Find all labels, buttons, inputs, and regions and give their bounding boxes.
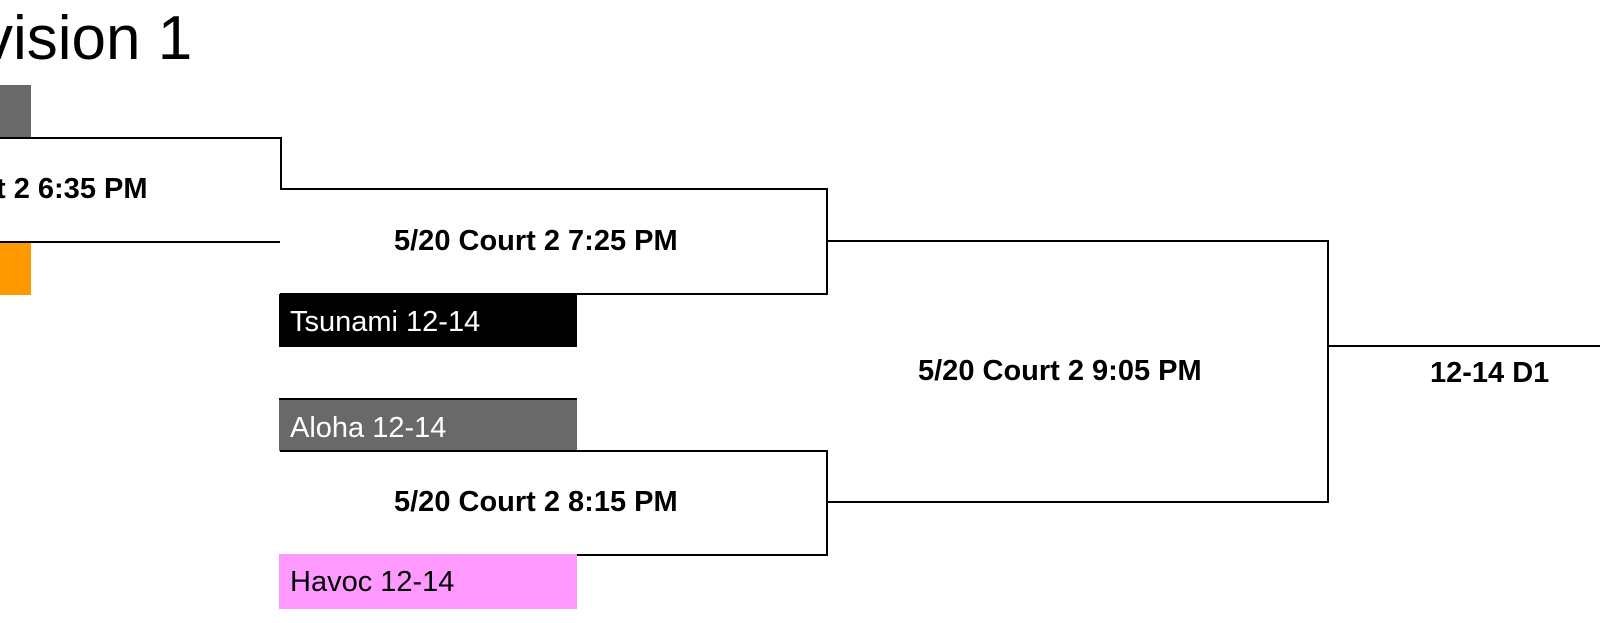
champion-label: 12-14 D1	[1430, 357, 1550, 389]
game-round1-top	[0, 137, 282, 243]
team-aloha-label: Aloha 12-14	[290, 412, 447, 444]
team-bar-orange-partial	[0, 242, 31, 295]
team-havoc-label: Havoc 12-14	[290, 566, 455, 598]
team-tsunami: Tsunami 12-14	[279, 294, 577, 347]
champion-connector	[1327, 345, 1600, 347]
game-semi-bottom-time: 5/20 Court 2 8:15 PM	[394, 486, 678, 518]
game-semi-bottom	[280, 450, 828, 556]
game-final-time: 5/20 Court 2 9:05 PM	[918, 355, 1202, 387]
team-havoc: Havoc 12-14	[279, 554, 577, 609]
team-bar-top-partial	[0, 85, 31, 138]
division-title: vision 1	[0, 4, 193, 73]
final-connector-top	[826, 240, 1329, 242]
game-semi-top	[280, 188, 828, 295]
final-connector-bottom	[826, 501, 1329, 503]
game-semi-top-time: 5/20 Court 2 7:25 PM	[394, 225, 678, 257]
team-aloha: Aloha 12-14	[279, 398, 577, 451]
game-round1-top-time: t 2 6:35 PM	[0, 173, 148, 205]
final-connector-vertical	[1327, 240, 1329, 503]
